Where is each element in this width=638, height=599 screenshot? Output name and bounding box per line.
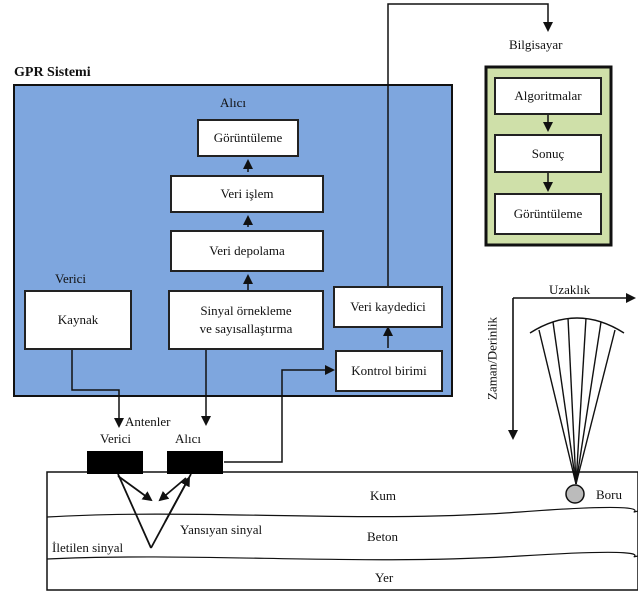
- computer-box-1: Algoritmalar: [494, 77, 602, 115]
- kaynak-box: Kaynak: [24, 290, 132, 350]
- reflected-arrow: [164, 476, 190, 523]
- veri-depolama-box: Veri depolama: [170, 230, 324, 272]
- computer-box-3: Görüntüleme: [494, 193, 602, 235]
- reflect-short-arrow: [158, 477, 187, 502]
- layer-boundary-2: [46, 551, 638, 561]
- sinyal-line2: ve sayısallaştırma: [199, 321, 293, 336]
- sinyal-line1: Sinyal örnekleme: [200, 303, 292, 319]
- veri-islem-box: Veri işlem: [170, 175, 324, 213]
- antenna-alici-label: Alıcı: [175, 431, 201, 446]
- x-axis-label: Uzaklık: [549, 282, 591, 297]
- transmitted-signal-label: İletilen sinyal: [52, 540, 124, 555]
- transmitted-ray-right: [117, 475, 153, 502]
- layer-boundary-1: [46, 506, 638, 518]
- alici-label: Alıcı: [220, 95, 246, 110]
- verici-label: Verici: [55, 271, 87, 286]
- pipe-label: Boru: [596, 487, 622, 502]
- layer-beton: Beton: [367, 529, 399, 544]
- sinyal-box: Sinyal örnekleme ve sayısallaştırma: [168, 290, 324, 350]
- layer-kum: Kum: [370, 488, 396, 503]
- antenna-verici-label: Verici: [100, 431, 132, 446]
- goruntuleme-box: Görüntüleme: [197, 119, 299, 157]
- computer-title: Bilgisayar: [509, 37, 563, 52]
- transmitter-antenna: [87, 451, 143, 474]
- hyperbola: [529, 317, 625, 485]
- reflected-signal-label: Yansıyan sinyal: [180, 522, 263, 537]
- veri-kaydedici-box: Veri kaydedici: [333, 286, 443, 328]
- computer-box-2: Sonuç: [494, 134, 602, 173]
- pipe: [565, 484, 585, 504]
- y-axis-label: Zaman/Derinlik: [484, 316, 500, 401]
- kontrol-birimi-box: Kontrol birimi: [335, 350, 443, 392]
- gpr-title: GPR Sistemi: [14, 65, 91, 80]
- receiver-antenna: [167, 451, 223, 474]
- transmitted-ray-left: [117, 473, 152, 549]
- antennas-title: Antenler: [125, 414, 171, 429]
- layer-yer: Yer: [375, 570, 394, 585]
